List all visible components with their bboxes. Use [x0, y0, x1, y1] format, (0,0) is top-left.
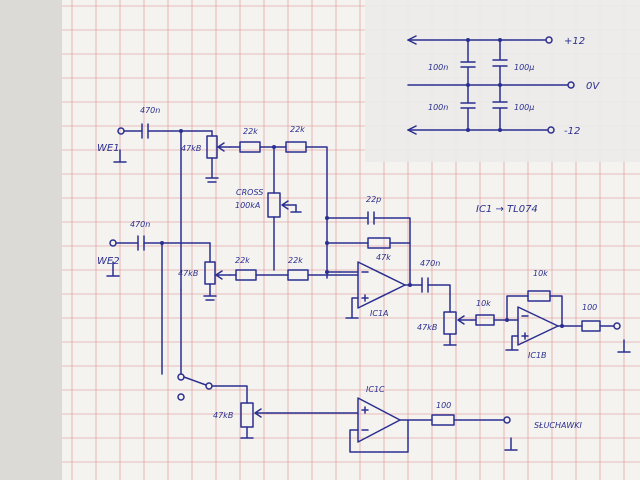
label-r-out2: 100 [436, 401, 451, 410]
label-cross-pot: 100kA [235, 201, 260, 210]
label-ic1b: IC1B [528, 351, 547, 360]
junction-dots [160, 38, 564, 328]
label-ps-0v: 0V [586, 81, 600, 92]
label-c-in1: 470n [140, 106, 160, 115]
label-pot4: 47kB [213, 411, 233, 420]
label-r-fb: 47k [376, 253, 391, 262]
label-ps-100u-2: 100µ [514, 103, 534, 112]
power-supply-section [407, 35, 575, 135]
label-we1: WE1 [97, 143, 120, 154]
label-r-top2: 22k [290, 125, 305, 134]
label-r-10k-fb: 10k [533, 269, 548, 278]
opamp-ic1a [326, 211, 451, 319]
label-c-out: 470n [420, 259, 440, 268]
label-cross: CROSS [236, 188, 263, 197]
label-r-bot1: 22k [235, 256, 250, 265]
headphone-stage-ic1c [177, 289, 518, 453]
grid-lines [62, 0, 640, 480]
label-c-fb: 22p [366, 195, 381, 204]
label-ic1c: IC1C [366, 385, 385, 394]
label-headphones: SŁUCHAWKI [534, 421, 583, 430]
label-r-bot2: 22k [288, 256, 303, 265]
label-ic1a: IC1A [370, 309, 389, 318]
input-we2-section [106, 235, 359, 301]
label-ps-plus12: +12 [564, 36, 585, 47]
label-ps-minus12: -12 [564, 126, 580, 137]
cross-potentiometer [267, 192, 302, 271]
label-c-in2: 470n [130, 220, 150, 229]
label-ic-note: IC1 → TL074 [476, 204, 538, 215]
label-pot1: 47kB [181, 144, 201, 153]
label-ps-100n-1: 100n [428, 63, 448, 72]
label-pot3: 47kB [417, 323, 437, 332]
label-ps-100n-2: 100n [428, 103, 448, 112]
label-r-out1: 100 [582, 303, 597, 312]
label-pot2: 47kB [178, 269, 198, 278]
label-r-top1: 22k [243, 127, 258, 136]
power-supply-overlay [365, 0, 640, 162]
label-r-10k-in: 10k [476, 299, 491, 308]
label-we2: WE2 [97, 256, 120, 267]
label-ps-100u-1: 100µ [514, 63, 534, 72]
